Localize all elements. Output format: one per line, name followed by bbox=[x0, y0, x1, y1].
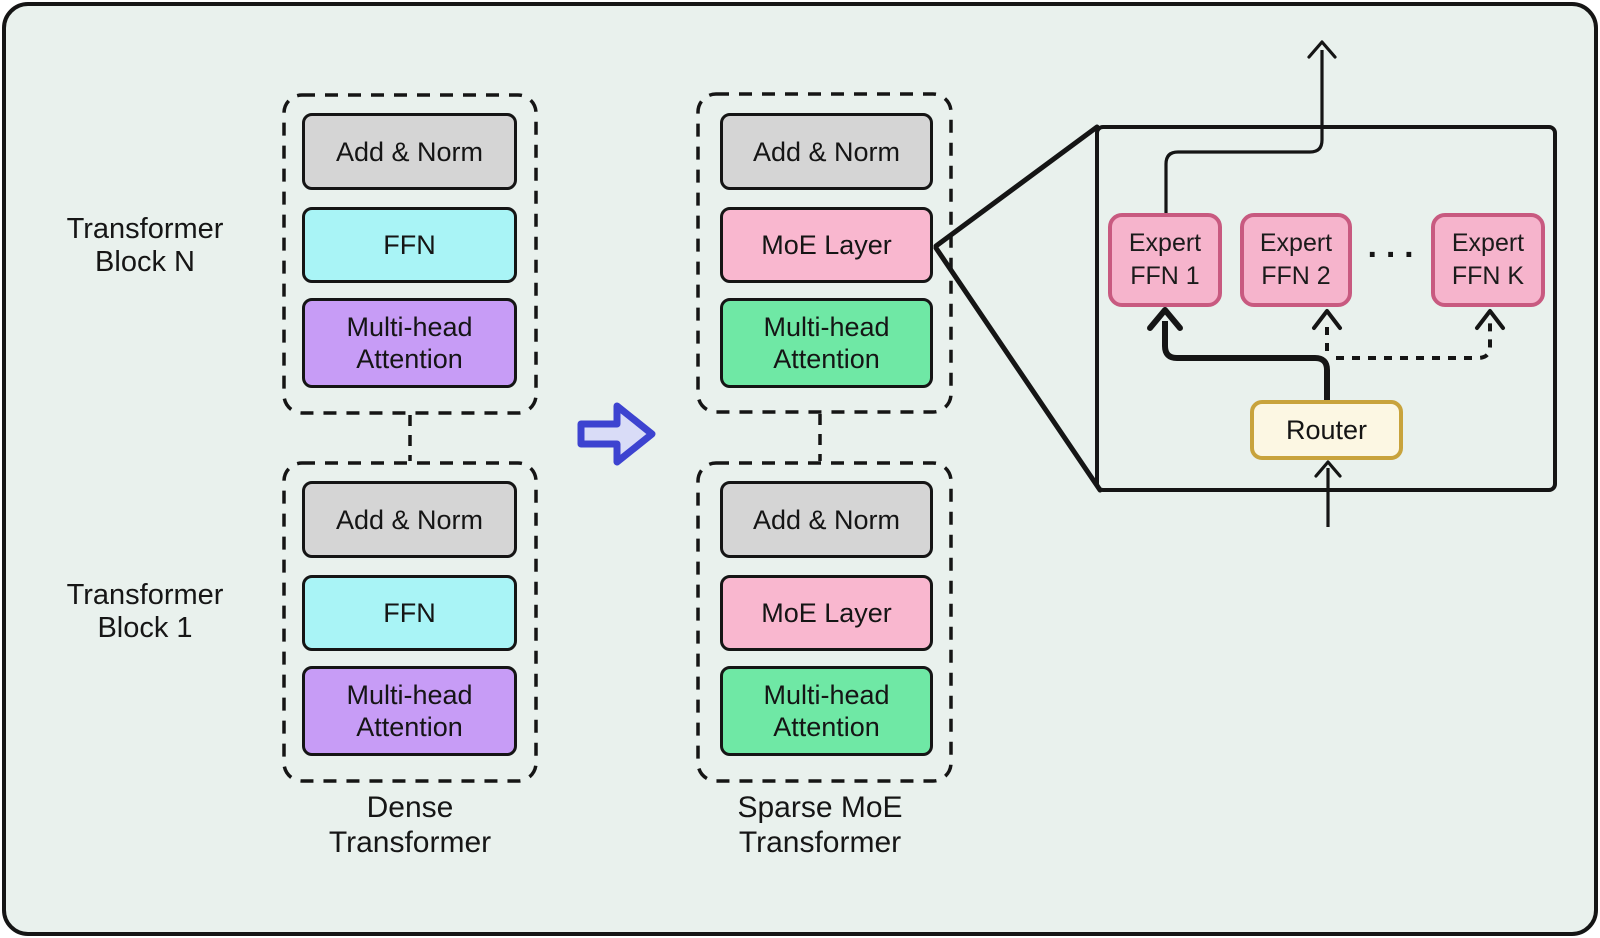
expert-label-line: FFN K bbox=[1451, 262, 1525, 290]
expert-ffn-2-box: Expert FFN 2 bbox=[1240, 213, 1352, 307]
label-line: Transformer bbox=[66, 213, 224, 245]
sparse-1-attention-box: Multi-head Attention bbox=[720, 666, 933, 756]
caption-dense-transformer: Dense Transformer bbox=[272, 790, 548, 860]
expert-label-line: FFN 1 bbox=[1130, 262, 1200, 290]
caption-line: Transformer bbox=[328, 826, 492, 859]
sparse-1-moe-layer-box: MoE Layer bbox=[720, 575, 933, 651]
caption-sparse-moe-transformer: Sparse MoE Transformer bbox=[655, 790, 985, 860]
sparse-1-add-norm-box: Add & Norm bbox=[720, 481, 933, 558]
label-transformer-block-1: Transformer Block 1 bbox=[30, 579, 260, 645]
sparse-n-moe-layer-box: MoE Layer bbox=[720, 207, 933, 283]
sparse-n-add-norm-box: Add & Norm bbox=[720, 113, 933, 190]
dense-1-add-norm-box: Add & Norm bbox=[302, 481, 517, 558]
caption-line: Sparse MoE bbox=[737, 791, 903, 824]
expert-label-line: Expert bbox=[1259, 229, 1333, 257]
label-line: Block 1 bbox=[97, 612, 193, 644]
caption-line: Dense bbox=[366, 791, 454, 824]
moe-detail-panel bbox=[1095, 125, 1557, 492]
dense-1-attention-box: Multi-head Attention bbox=[302, 666, 517, 756]
router-box: Router bbox=[1250, 400, 1403, 460]
dense-n-ffn-box: FFN bbox=[302, 207, 517, 283]
label-line: Transformer bbox=[66, 579, 224, 611]
dense-1-ffn-box: FFN bbox=[302, 575, 517, 651]
expert-label-line: FFN 2 bbox=[1261, 262, 1331, 290]
expert-ffn-1-box: Expert FFN 1 bbox=[1108, 213, 1222, 307]
dense-n-attention-box: Multi-head Attention bbox=[302, 298, 517, 388]
sparse-n-attention-box: Multi-head Attention bbox=[720, 298, 933, 388]
expert-label-line: Expert bbox=[1451, 229, 1525, 257]
expert-label-line: Expert bbox=[1128, 229, 1202, 257]
experts-ellipsis: ··· bbox=[1367, 236, 1423, 274]
dense-n-add-norm-box: Add & Norm bbox=[302, 113, 517, 190]
label-transformer-block-n: Transformer Block N bbox=[30, 213, 260, 279]
expert-ffn-k-box: Expert FFN K bbox=[1431, 213, 1545, 307]
label-line: Block N bbox=[95, 246, 195, 278]
caption-line: Transformer bbox=[738, 826, 902, 859]
